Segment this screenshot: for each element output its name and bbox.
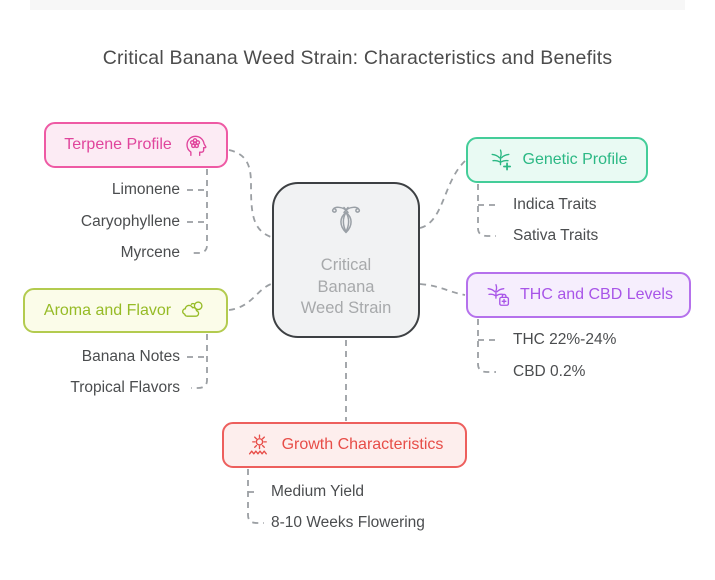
terpene-profile-node: Terpene Profile (44, 122, 228, 168)
aroma-flavor-node: Aroma and Flavor (23, 288, 228, 333)
top-strip (30, 0, 685, 10)
list-item-myrcene: Myrcene (120, 244, 180, 261)
list-item-limonene: Limonene (111, 181, 180, 198)
list-item-indica-traits: Indica Traits (513, 196, 597, 213)
bracket-genetic (477, 184, 499, 237)
list-item-tropical-flavors: Tropical Flavors (70, 379, 180, 396)
center-node-critical-banana: Critical Banana Weed Strain (272, 182, 420, 338)
aroma-dish-icon (180, 297, 207, 324)
bracket-aroma (187, 334, 208, 389)
connector-aroma-center (228, 283, 272, 311)
genetic-profile-node: Genetic Profile (466, 137, 648, 183)
list-item-banana-notes: Banana Notes (81, 348, 180, 365)
hop-flower-icon (322, 197, 370, 250)
cannabis-leaf-plus-icon (487, 147, 514, 174)
cannabis-bag-icon (484, 282, 511, 309)
list-item-medium-yield: Medium Yield (271, 483, 365, 500)
bracket-thc (477, 319, 499, 373)
bracket-terpene (187, 169, 208, 254)
terpene-profile-label: Terpene Profile (64, 136, 172, 153)
list-item-cbd-percent: CBD 0.2% (513, 363, 586, 380)
list-item-weeks-flowering: 8-10 Weeks Flowering (271, 514, 425, 531)
list-item-thc-percent: THC 22%-24% (513, 331, 617, 348)
connector-center-genetic (419, 160, 466, 229)
connector-terpene-center (228, 149, 272, 238)
thc-cbd-levels-node: THC and CBD Levels (466, 272, 691, 318)
head-flower-icon (181, 132, 208, 159)
list-item-sativa-traits: Sativa Traits (513, 227, 599, 244)
center-node-label: Critical Banana Weed Strain (300, 256, 392, 317)
aroma-flavor-label: Aroma and Flavor (43, 301, 172, 319)
sun-ground-icon (246, 432, 273, 459)
bracket-growth (247, 469, 264, 524)
growth-characteristics-label: Growth Characteristics (281, 436, 444, 453)
genetic-profile-label: Genetic Profile (522, 151, 628, 168)
list-item-caryophyllene: Caryophyllene (80, 213, 180, 230)
connector-center-thc (419, 283, 466, 296)
growth-characteristics-node: Growth Characteristics (222, 422, 467, 468)
page-title: Critical Banana Weed Strain: Characteris… (102, 47, 613, 69)
thc-cbd-levels-label: THC and CBD Levels (520, 286, 673, 303)
